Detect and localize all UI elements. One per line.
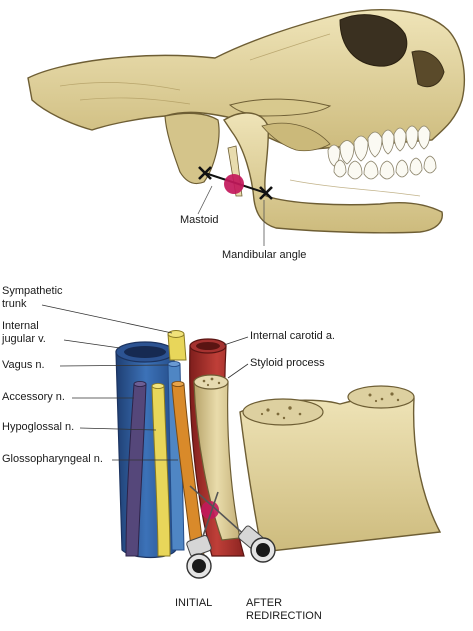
- leader-lines: [41, 304, 249, 461]
- label-sympathetic-trunk-line1: Sympathetic: [2, 285, 63, 297]
- injection-target-top: [224, 174, 244, 194]
- label-vagus: Vagus n.: [2, 359, 45, 371]
- needle-initial: [186, 491, 219, 579]
- label-after-line1: AFTER: [246, 597, 283, 609]
- label-accessory: Accessory n.: [2, 391, 65, 403]
- sympathetic-trunk: [167, 330, 187, 361]
- bone-block: [239, 385, 442, 553]
- label-glossopharyngeal: Glossopharyngeal n.: [2, 453, 103, 465]
- needle-redirected: [189, 485, 276, 563]
- bone-texture: [59, 33, 421, 197]
- mandibular-angle-x-marker: [259, 186, 273, 200]
- bone-block-right-face: [347, 385, 415, 409]
- injection-target-bottom: [201, 501, 219, 519]
- landmark-line: [197, 166, 273, 246]
- label-sympathetic-trunk-line2: trunk: [2, 298, 27, 310]
- nasal-cavity: [411, 50, 445, 88]
- label-after-line2: REDIRECTION: [246, 610, 322, 622]
- teeth: [327, 125, 437, 180]
- label-styloid: Styloid process: [250, 357, 325, 369]
- orbit: [339, 14, 408, 67]
- mandibular-notch: [261, 122, 331, 152]
- label-internal-carotid: Internal carotid a.: [250, 330, 335, 342]
- bone-pores: [260, 392, 400, 420]
- mastoid-x-marker: [198, 166, 212, 180]
- label-mastoid: Mastoid: [180, 214, 219, 226]
- label-initial: INITIAL: [175, 597, 213, 609]
- label-internal-jugular-line2: jugular v.: [2, 333, 46, 345]
- bone-block-body: [239, 393, 442, 553]
- label-mandibular-angle: Mandibular angle: [222, 249, 307, 261]
- bone-block-left-face: [242, 398, 324, 426]
- mastoid-leader: [197, 185, 213, 215]
- styloid-process: [193, 374, 241, 541]
- skull: [27, 9, 465, 234]
- mandible: [223, 112, 443, 234]
- label-hypoglossal: Hypoglossal n.: [2, 421, 75, 433]
- mastoid-process: [164, 112, 220, 185]
- label-internal-jugular-line1: Internal: [2, 320, 39, 332]
- hypoglossal-nerve: [151, 382, 171, 557]
- accessory-nerve: [125, 380, 147, 557]
